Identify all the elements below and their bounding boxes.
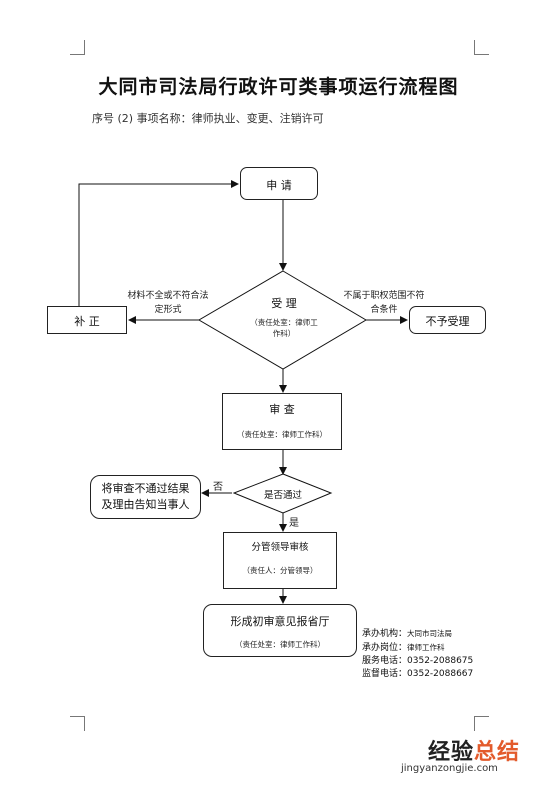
watermark-brand: 经验总结 [428, 739, 521, 765]
corner-mark-top-left [70, 40, 85, 55]
page-title: 大同市司法局行政许可类事项运行流程图 [98, 76, 459, 98]
edge-label-yes: 是 [289, 518, 299, 529]
contact-service-phone: 服务电话：0352-2088675 [362, 656, 474, 666]
reject-label: 不予受理 [425, 315, 470, 328]
apply-label: 申 请 [266, 179, 292, 192]
opinion-note: （责任处室：律师工作科） [235, 640, 325, 649]
apply-node: 申 请 [240, 167, 318, 200]
notify-label: 将审查不通过结果 [101, 482, 190, 495]
review-node: 审 查 （责任处室：律师工作科） [222, 393, 342, 450]
review-note: （责任处室：律师工作科） [237, 430, 327, 439]
notify-label-2: 及理由告知当事人 [101, 498, 190, 511]
pass-check-diamond [232, 473, 333, 514]
corner-mark-bottom-right [474, 716, 489, 731]
leader-node: 分管领导审核 （责任人：分管领导） [223, 532, 337, 589]
contact-info: 承办机构：大同市司法局 承办岗位：律师工作科 服务电话：0352-2088675… [362, 627, 473, 681]
correct-label: 补 正 [74, 315, 100, 328]
accept-note-2: 作科） [272, 329, 296, 338]
edge-correct-apply [78, 180, 239, 306]
correct-node: 补 正 [47, 306, 127, 334]
contact-post: 承办岗位：律师工作科 [362, 643, 445, 653]
opinion-label: 形成初审意见报省厅 [230, 615, 330, 628]
notify-node: 将审查不通过结果 及理由告知当事人 [90, 475, 201, 519]
item-subtitle: 序号 (2) 事项名称：律师执业、变更、注销许可 [92, 112, 324, 125]
pass-check-label: 是否通过 [263, 490, 302, 501]
corner-mark-top-right [474, 40, 489, 55]
edge-label-incomplete: 材料不全或不符合法 定形式 [127, 291, 209, 315]
accept-node: 受 理 （责任处室：律师工 作科） [234, 295, 334, 339]
contact-agency: 承办机构：大同市司法局 [362, 629, 453, 639]
edge-label-not-eligible: 不属于职权范围不符 合条件 [343, 291, 425, 315]
reject-node: 不予受理 [409, 306, 486, 334]
accept-diamond [198, 270, 367, 370]
accept-note: （责任处室：律师工 [250, 318, 318, 327]
review-label: 审 查 [269, 403, 295, 416]
pass-check-node: 是否通过 [246, 487, 320, 501]
edge-label-no: 否 [213, 482, 223, 493]
leader-note: （责任人：分管领导） [242, 566, 318, 575]
contact-supervise-phone: 监督电话：0352-2088667 [362, 669, 474, 679]
accept-label: 受 理 [271, 297, 297, 310]
watermark-url: jingyanzongjie.com [401, 763, 498, 774]
corner-mark-bottom-left [70, 716, 85, 731]
leader-label: 分管领导审核 [251, 542, 309, 553]
opinion-node: 形成初审意见报省厅 （责任处室：律师工作科） [203, 604, 357, 657]
